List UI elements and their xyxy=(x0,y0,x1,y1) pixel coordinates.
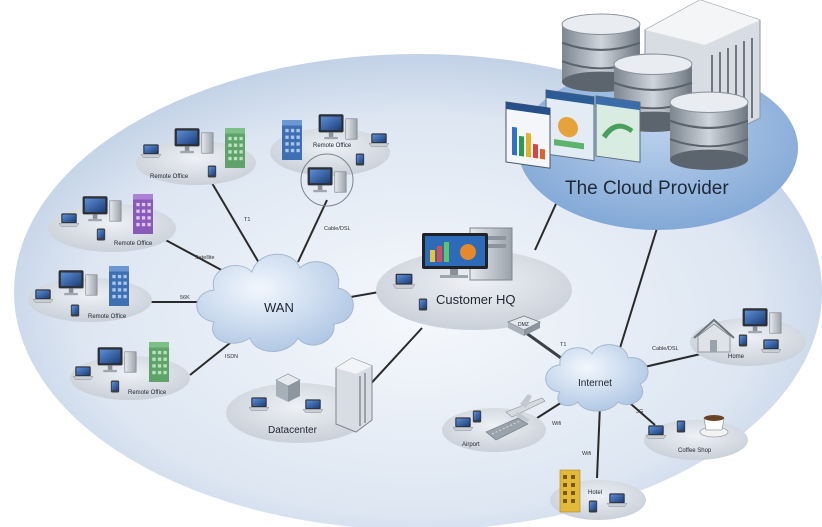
link-hq-internet xyxy=(521,328,569,365)
tablet-icon xyxy=(676,420,686,433)
tablet-icon xyxy=(418,298,428,311)
remote-office-label: Remote Office xyxy=(88,314,127,320)
link-label-wifi-hotel: Wifi xyxy=(582,451,591,457)
remote-office-top: Remote Office xyxy=(136,127,256,185)
remote-office-top-right: Remote Office xyxy=(270,113,390,207)
building-icon xyxy=(225,128,245,168)
airport-endpoint: Airport xyxy=(442,394,546,452)
tablet-icon xyxy=(738,334,748,347)
link-label-56k: 56K xyxy=(180,295,190,301)
link-t1-top xyxy=(208,177,263,269)
laptop-icon xyxy=(140,144,162,158)
link-hq-cloud xyxy=(534,194,561,251)
laptop-icon xyxy=(72,366,94,380)
cloud-provider: The Cloud Provider xyxy=(505,0,798,230)
remote-office-left-3: Remote Office xyxy=(70,342,190,400)
tablet-icon xyxy=(110,380,120,393)
tablet-icon xyxy=(588,500,598,513)
datacenter: Datacenter xyxy=(226,357,373,443)
remote-office-label: Remote Office xyxy=(313,143,352,149)
laptop-icon xyxy=(368,133,390,147)
building-icon xyxy=(282,120,302,160)
highlight-ring xyxy=(300,153,354,207)
tablet-icon xyxy=(96,228,106,241)
cloud-shape xyxy=(196,253,354,352)
tablet-icon xyxy=(472,410,482,423)
runway-icon xyxy=(485,417,529,441)
app-windows-icon xyxy=(505,89,641,169)
laptop-icon xyxy=(645,425,667,439)
customer-hq-label: Customer HQ xyxy=(436,292,515,307)
laptop-icon xyxy=(452,417,474,431)
dmz-label: DMZ xyxy=(518,322,529,328)
remote-office-label: Remote Office xyxy=(128,390,167,396)
cloud-shape xyxy=(545,344,649,412)
laptop-icon xyxy=(606,493,628,507)
building-icon xyxy=(133,194,153,234)
datacenter-storage-icon xyxy=(275,373,301,402)
link-label-t1-top: T1 xyxy=(244,217,250,223)
tablet-icon xyxy=(70,304,80,317)
home-label: Home xyxy=(728,354,745,360)
datacenter-label: Datacenter xyxy=(268,425,318,436)
remote-office-left-2: Remote Office xyxy=(28,266,152,322)
remote-office-label: Remote Office xyxy=(114,241,153,247)
datacenter-tower-icon xyxy=(335,357,373,433)
dmz-device: DMZ xyxy=(507,315,541,336)
laptop-icon xyxy=(248,397,270,411)
building-icon xyxy=(109,266,129,306)
internet-cloud: Internet xyxy=(545,344,649,412)
laptop-icon xyxy=(392,273,416,289)
link-label-cable-dsl-left: Cable/DSL xyxy=(324,226,351,232)
link-wifi-hotel xyxy=(596,404,601,479)
airplane-icon xyxy=(505,394,546,422)
laptop-icon xyxy=(32,289,54,303)
house-icon xyxy=(693,318,735,353)
hotel-building-icon xyxy=(559,469,581,513)
wan-cloud: WAN xyxy=(196,253,354,352)
wan-label: WAN xyxy=(264,300,294,315)
link-label-satellite: Satellite xyxy=(195,255,215,261)
laptop-icon xyxy=(760,339,782,353)
hotel-label: Hotel xyxy=(588,490,602,496)
hq-monitor-icon xyxy=(422,233,488,278)
remote-office-label: Remote Office xyxy=(150,174,189,180)
remote-office-left-1: Remote Office xyxy=(48,194,176,252)
tablet-icon xyxy=(207,165,217,178)
link-cable-dsl-left xyxy=(297,199,328,263)
internet-label: Internet xyxy=(578,378,612,389)
link-internet-cloud xyxy=(619,224,659,349)
coffee-shop-endpoint: Coffee Shop xyxy=(644,415,748,460)
link-label-3g: 3G xyxy=(636,409,643,415)
tablet-icon xyxy=(355,153,365,166)
link-cable-dsl-right xyxy=(639,352,706,369)
coffee-cup-icon xyxy=(699,415,729,438)
laptop-icon xyxy=(302,399,324,413)
building-icon xyxy=(149,342,169,382)
cloud-provider-label: The Cloud Provider xyxy=(565,178,729,199)
link-datacenter-hq xyxy=(364,327,423,391)
hotel-endpoint: Hotel xyxy=(550,469,646,520)
link-label-t1-internet: T1 xyxy=(560,342,566,348)
database-icon xyxy=(669,91,749,171)
link-label-wifi-airport: Wifi xyxy=(552,421,561,427)
link-label-cable-dsl-right: Cable/DSL xyxy=(652,346,679,352)
laptop-icon xyxy=(58,213,80,227)
home-endpoint: Home xyxy=(690,307,806,366)
link-label-isdn: ISDN xyxy=(225,354,238,360)
coffee-shop-label: Coffee Shop xyxy=(678,448,712,454)
airport-label: Airport xyxy=(462,442,480,448)
customer-hq: Customer HQ xyxy=(376,227,572,330)
